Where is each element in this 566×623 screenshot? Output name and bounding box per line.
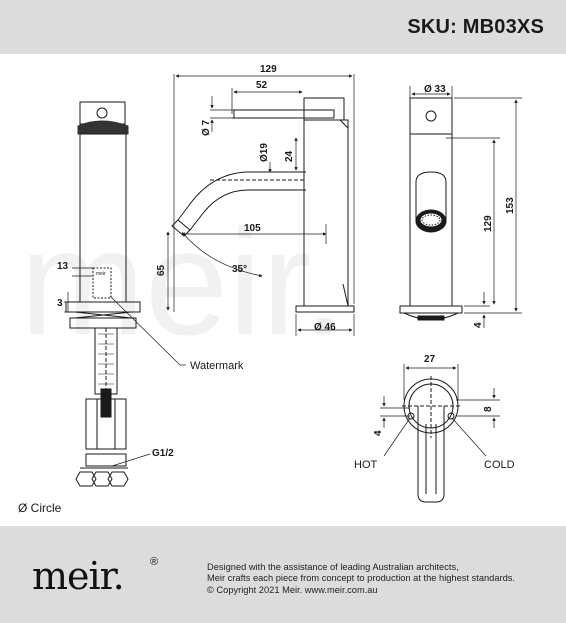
dim-reach: 105 xyxy=(244,223,261,234)
footer-bar: meir. ® Designed with the assistance of … xyxy=(0,526,566,623)
dim-handle-width: 27 xyxy=(424,354,436,365)
tagline-line-2: Meir crafts each piece from concept to p… xyxy=(207,573,515,584)
front-view-dimensions xyxy=(409,86,522,328)
side-view-dimensions xyxy=(166,74,355,336)
background-watermark: meir. xyxy=(20,198,345,366)
front-view xyxy=(399,97,463,321)
dim-spout-height: 65 xyxy=(156,264,167,276)
cert-mark-text: meir xyxy=(96,271,106,277)
dim-total-height: 153 xyxy=(505,197,516,214)
dim-handle-length: 52 xyxy=(256,80,268,91)
circle-legend: Ø Circle xyxy=(18,501,62,515)
dim-overall-width: 129 xyxy=(260,64,277,75)
hot-label: HOT xyxy=(354,459,378,471)
cold-label: COLD xyxy=(484,459,515,471)
dim-spout-drop: 24 xyxy=(284,150,295,162)
footer-tagline: Designed with the assistance of leading … xyxy=(207,562,557,596)
dim-body-dia: Ø 33 xyxy=(424,84,446,95)
top-view xyxy=(402,376,460,503)
sku-label: SKU: MB03XS xyxy=(407,16,544,38)
dim-hot-cold-offset: 8 xyxy=(483,406,494,412)
dim-spout-angle: 35° xyxy=(232,264,247,275)
technical-drawing: meir. xyxy=(0,54,566,526)
dim-handle-dia: Ø 7 xyxy=(201,119,212,136)
technical-drawing-svg: meir. xyxy=(18,64,522,515)
dim-hot-offset: 4 xyxy=(373,430,384,436)
left-view-dimensions xyxy=(64,267,186,467)
dim-spout-dia: Ø19 xyxy=(259,143,270,162)
header-bar: SKU: MB03XS xyxy=(0,0,566,54)
left-section-view xyxy=(65,101,141,487)
watermark-label: Watermark xyxy=(190,360,244,372)
top-view-dimensions xyxy=(380,364,500,457)
dim-nut-height: 3 xyxy=(57,298,63,309)
dim-spout-clearance: 129 xyxy=(483,215,494,232)
dim-base-height: 4 xyxy=(473,322,484,328)
tagline-line-3: © Copyright 2021 Meir. www.meir.com.au xyxy=(207,584,378,595)
dim-cert-offset: 13 xyxy=(57,261,69,272)
meir-logo: meir. xyxy=(32,554,125,598)
side-view xyxy=(171,97,355,313)
dim-thread: G1/2 xyxy=(152,448,174,459)
tagline-line-1: Designed with the assistance of leading … xyxy=(207,562,459,572)
registered-mark: ® xyxy=(150,556,159,568)
dim-base-dia: Ø 46 xyxy=(314,322,336,333)
